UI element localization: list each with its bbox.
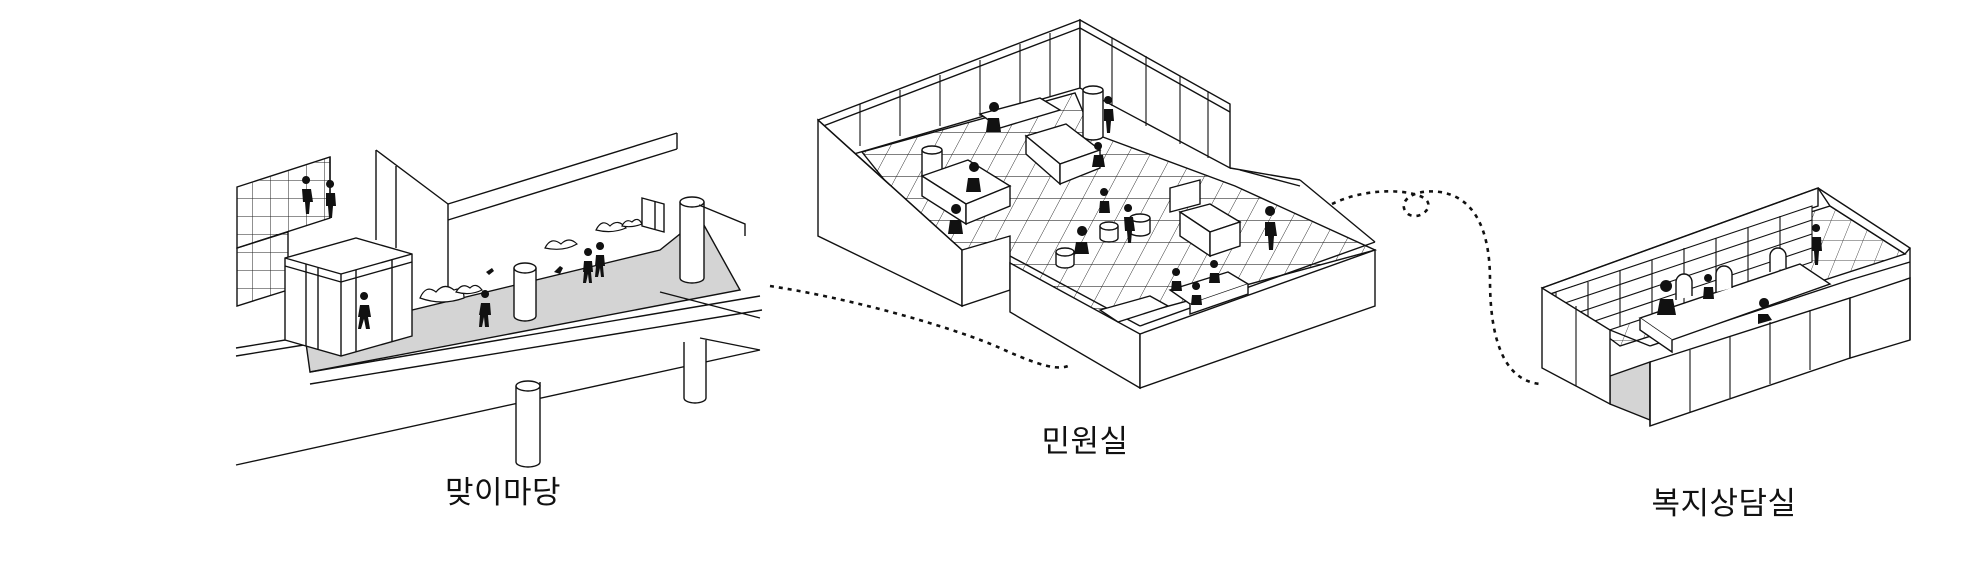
welfare-counseling-room-label: 복지상담실 bbox=[1651, 486, 1797, 522]
welfare-counseling-room-drawing bbox=[1540, 187, 1912, 427]
entrance-plaza-drawing bbox=[235, 132, 763, 468]
connection-path-1 bbox=[769, 284, 1073, 369]
entrance-plaza-label: 맞이마당 bbox=[444, 475, 562, 511]
people-figures bbox=[302, 176, 605, 329]
civil-service-room-drawing bbox=[816, 18, 1378, 390]
civil-people-figures bbox=[948, 96, 1277, 305]
welfare-people-figures bbox=[1657, 224, 1822, 324]
connection-path-2 bbox=[1331, 190, 1541, 386]
civil-service-room-label: 민원실 bbox=[1041, 424, 1129, 460]
